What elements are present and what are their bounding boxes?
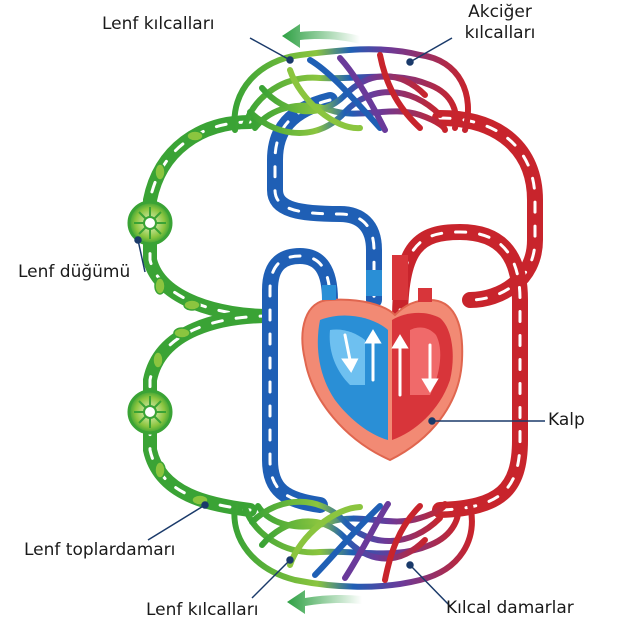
lymph-node-lower-icon (129, 391, 171, 433)
label-lenf-kilcallari-top: Lenf kılcalları (102, 14, 214, 35)
lung-capillary-bed (234, 49, 468, 133)
label-akciger-line1: Akciğer (455, 2, 545, 23)
label-lenf-dugumu: Lenf düğümü (18, 262, 130, 283)
tissue-capillary-bed (234, 502, 471, 587)
bottom-flow-arrow-icon (287, 590, 362, 614)
label-akciger-kilcallari: Akciğer kılcalları (455, 2, 545, 44)
label-kalp: Kalp (548, 410, 585, 431)
label-lenf-kilcallari-bottom: Lenf kılcalları (146, 600, 258, 621)
top-flow-arrow-icon (282, 24, 360, 48)
heart-icon (302, 255, 462, 460)
label-lenf-toplardamari: Lenf toplardamarı (24, 540, 175, 561)
label-kilcal-damarlar: Kılcal damarlar (446, 598, 574, 619)
lymph-vessels (150, 122, 270, 510)
label-akciger-line2: kılcalları (455, 23, 545, 44)
